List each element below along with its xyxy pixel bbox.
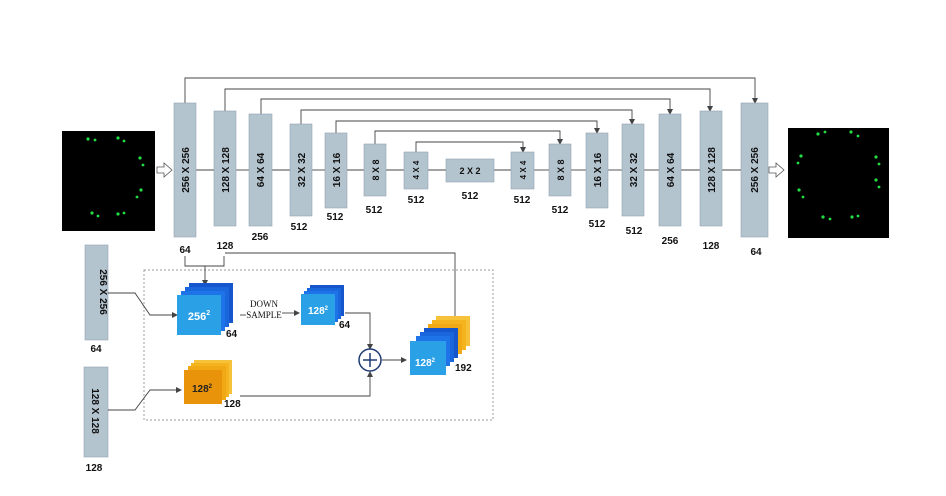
block-size-label: 128 X 128 [89,388,100,434]
decoder-block-2: 8 X 8 512 [548,143,572,216]
decoder-block-4: 32 X 32 512 [621,123,645,237]
stack-size-sup: 2 [432,358,436,364]
stack-size-label: 128 [192,384,209,395]
stack-size-sup: 2 [209,384,213,390]
stack-size-sup: 2 [325,306,329,312]
block-channel-label: 512 [366,205,383,216]
block-size-label: 128 X 128 [707,147,718,193]
block-size-label: 8 X 8 [371,159,381,180]
stack-size-label: 128 [415,358,432,369]
feature-stack-256: 2562 64 [177,283,238,340]
encoder-block-1: 256 X 256 64 [173,102,197,256]
decoder-block-5: 64 X 64 256 [658,113,682,247]
block-size-label: 16 X 16 [593,152,604,187]
feature-stack-128-orange: 1282 128 [184,360,241,410]
block-channel-label: 128 [703,241,720,252]
output-arrow-icon [768,162,785,178]
block-channel-label: 64 [90,344,102,355]
block-channel-label: 64 [750,247,762,258]
downsample-label-line2: SAMPLE [246,310,282,320]
block-channel-label: 512 [327,212,344,223]
decoder-block-7: 256 X 256 64 [740,102,769,258]
encoder-block-6: 8 X 8 512 [363,143,387,216]
encoder-block-5: 16 X 16 512 [324,132,348,223]
encoder-block-2: 128 X 128 128 [213,110,237,252]
block-size-label: 4 X 4 [412,160,421,179]
svg-text:1282: 1282 [308,306,329,317]
block-channel-label: 256 [252,232,269,243]
decoder-block-3: 16 X 16 512 [585,132,609,230]
stack-channel-label: 192 [455,363,472,374]
input-image [62,131,155,231]
block-size-label: 32 X 32 [629,152,640,187]
block-size-label: 4 X 4 [519,160,528,179]
stack-size-label: 256 [188,311,206,323]
add-operation-icon [358,348,382,372]
downsample-label-line1: DOWN [250,299,278,309]
fusion-module-box [143,269,494,421]
block-size-label: 128 X 128 [221,147,232,193]
block-channel-label: 512 [291,222,308,233]
block-channel-label: 512 [626,226,643,237]
stack-channel-label: 64 [226,329,238,340]
block-channel-label: 512 [589,219,606,230]
feature-stack-merged: 1282 192 [410,316,472,375]
stack-size-sup: 2 [206,310,210,317]
decoder-block-1: 4 X 4 512 [510,151,535,206]
feature-stack-128-down: 1282 64 [301,285,351,331]
block-size-label: 16 X 16 [332,152,343,187]
block-channel-label: 128 [86,463,103,474]
decoder-block-6: 128 X 128 128 [699,110,723,252]
block-channel-label: 512 [552,205,569,216]
svg-text:2562: 2562 [188,310,210,323]
input-arrow-icon [156,162,173,178]
block-size-label: 256 X 256 [750,147,761,193]
side-input-block-2: 128 X 128 128 [83,366,109,474]
skip-connections [184,77,758,153]
block-channel-label: 256 [662,236,679,247]
block-channel-label: 128 [217,241,234,252]
encoder-block-7: 4 X 4 512 [403,151,429,206]
side-input-block-1: 256 X 256 64 [84,244,109,355]
svg-text:1282: 1282 [415,358,436,369]
block-channel-label: 512 [462,191,479,202]
stack-channel-label: 64 [339,320,351,331]
block-size-label: 8 X 8 [556,159,566,180]
block-size-label: 64 X 64 [666,152,677,187]
block-channel-label: 512 [514,195,531,206]
block-size-label: 32 X 32 [297,152,308,187]
block-size-label: 256 X 256 [97,269,108,315]
block-channel-label: 64 [179,245,191,256]
encoder-block-3: 64 X 64 256 [248,113,273,243]
bottleneck-block: 2 X 2 512 [445,158,495,202]
encoder-block-4: 32 X 32 512 [289,123,313,233]
block-size-label: 256 X 256 [181,147,192,193]
output-image [788,128,889,238]
fusion-lines [108,252,456,411]
stack-size-label: 128 [308,306,325,317]
block-size-label: 64 X 64 [256,152,267,187]
svg-text:1282: 1282 [192,384,213,395]
block-size-label: 2 X 2 [459,166,480,176]
stack-channel-label: 128 [224,399,241,410]
block-channel-label: 512 [408,195,425,206]
